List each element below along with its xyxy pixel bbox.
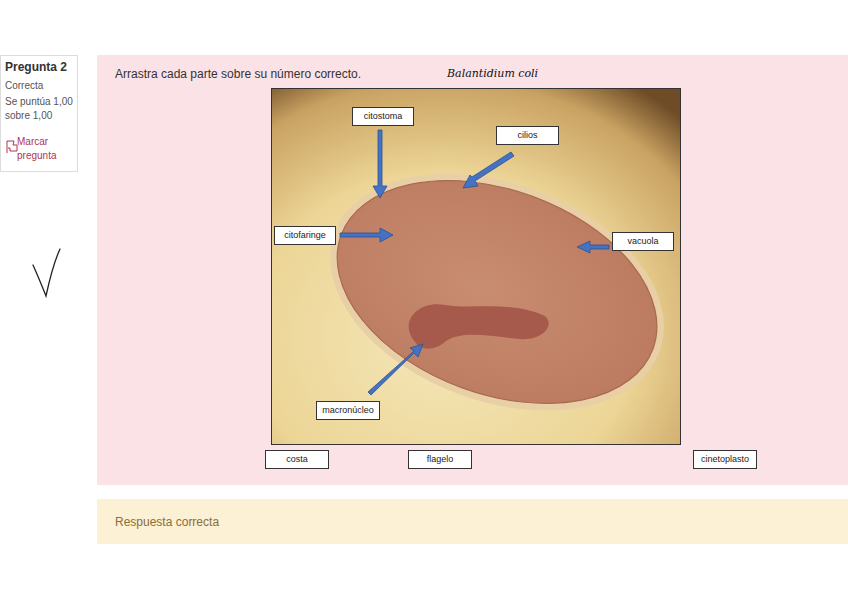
label-text: cilios	[517, 130, 537, 141]
label-text: cinetoplasto	[701, 454, 749, 465]
pointer-arrow	[368, 344, 423, 395]
question-info-box: Pregunta 2 Correcta Se puntúa 1,00 sobre 1…	[0, 55, 78, 172]
question-number: Pregunta 2	[5, 59, 73, 75]
drag-label: cilios	[496, 126, 559, 145]
cell-body	[306, 139, 680, 444]
label-text: flagelo	[427, 454, 454, 465]
pointer-arrow	[373, 130, 387, 198]
label-text: costa	[286, 454, 308, 465]
question-panel: Arrastra cada parte sobre su número corr…	[97, 55, 848, 485]
drag-label: vacuola	[612, 232, 674, 251]
question-grade: Se puntúa 1,00 sobre 1,00	[5, 95, 73, 123]
question-state: Correcta	[5, 79, 73, 92]
cell-halo	[301, 134, 680, 444]
label-text: citostoma	[364, 111, 403, 122]
label-text: vacuola	[627, 236, 658, 247]
pointer-arrow	[577, 241, 609, 253]
handwritten-check	[33, 249, 60, 296]
drag-label: citofaringe	[274, 226, 336, 245]
macronucleus-shape	[409, 304, 549, 348]
pointer-arrows	[340, 130, 609, 395]
micrograph	[272, 89, 680, 444]
panel-ground	[97, 55, 848, 485]
drag-label: flagelo	[408, 450, 472, 469]
drag-label: macronúcleo	[316, 401, 380, 420]
drag-label: costa	[265, 450, 329, 469]
drag-label: citostoma	[352, 107, 414, 126]
pointer-arrow	[340, 228, 393, 242]
flag-link: Marcar pregunta	[5, 135, 73, 163]
feedback-box: Respuesta correcta	[97, 499, 848, 544]
handwritten-note: Balantidium coli	[447, 67, 538, 80]
feedback-text: Respuesta correcta	[115, 515, 219, 529]
label-text: citofaringe	[284, 230, 326, 241]
drag-label: cinetoplasto	[693, 450, 757, 469]
label-text: macronúcleo	[322, 405, 374, 416]
micrograph-frame	[272, 89, 681, 445]
flag-icon	[7, 141, 17, 153]
pointer-arrow	[463, 152, 514, 188]
